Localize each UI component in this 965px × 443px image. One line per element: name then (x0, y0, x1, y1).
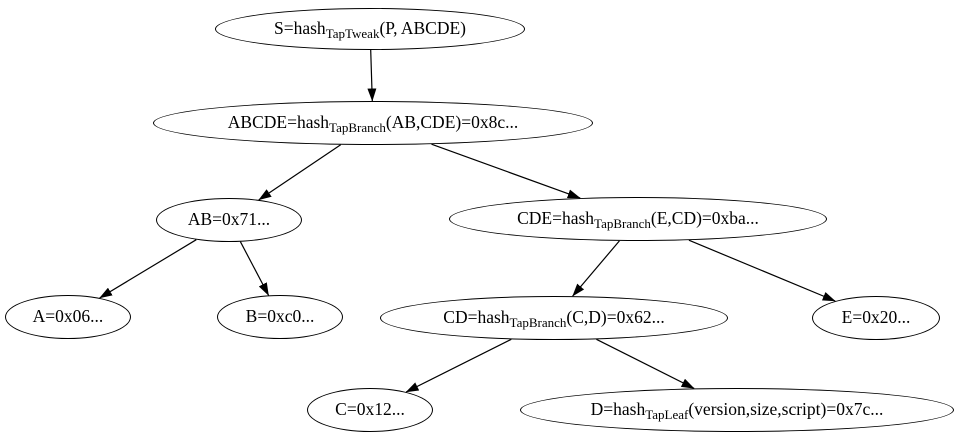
node-E: E=0x20... (812, 296, 940, 340)
node-B-label: B=0xc0... (245, 306, 315, 327)
node-CD-label-suffix: (C,D)=0x62... (566, 307, 665, 328)
node-A: A=0x06... (5, 295, 131, 339)
edge-ABCDE-AB (258, 144, 342, 201)
node-C: C=0x12... (307, 388, 433, 432)
node-S-label-subscript: TapTweak (325, 26, 380, 41)
node-D-label-suffix: (version,size,script)=0x7c... (688, 399, 884, 420)
node-AB: AB=0x71... (156, 198, 302, 242)
node-A-label: A=0x06... (32, 306, 104, 327)
node-CD-label-subscript: TapBranch (509, 315, 567, 330)
node-CDE-label-subscript: TapBranch (594, 216, 651, 231)
node-CDE-label: CDE=hash (517, 208, 595, 229)
node-ABCDE-label-suffix: (AB,CDE)=0x8c... (385, 112, 519, 133)
edge-S-ABCDE (367, 49, 377, 102)
node-CDE-label-suffix: (E,CD)=0xba... (650, 208, 759, 229)
edge-ABCDE-CDE (431, 143, 581, 199)
edge-CDE-E (688, 239, 836, 302)
edge-CD-C (405, 338, 512, 393)
node-E-label: E=0x20... (841, 307, 911, 328)
node-ABCDE-label-subscript: TapBranch (329, 120, 386, 135)
edge-AB-B (239, 241, 270, 296)
node-C-label: C=0x12... (335, 399, 405, 420)
node-ABCDE-label: ABCDE=hash (227, 112, 330, 133)
edge-CD-D (596, 338, 695, 389)
node-D-label-subscript: TapLeaf (645, 407, 689, 422)
node-S-label-suffix: (P, ABCDE) (379, 18, 466, 39)
node-CD-label: CD=hash (443, 307, 510, 328)
node-S-label: S=hash (274, 18, 326, 39)
node-AB-label: AB=0x71... (187, 209, 271, 230)
node-D-label: D=hash (590, 399, 646, 420)
edge-CDE-CD (572, 240, 620, 297)
node-B: B=0xc0... (217, 295, 343, 339)
edge-AB-A (99, 239, 197, 299)
